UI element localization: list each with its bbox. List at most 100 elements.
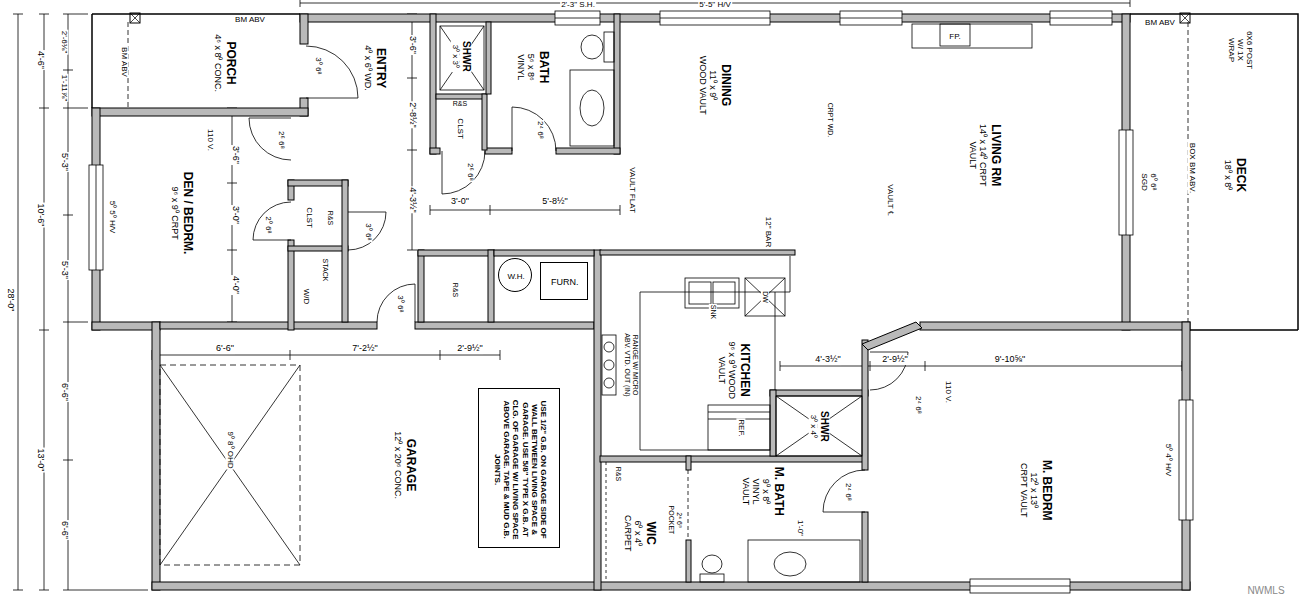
room-spec: 18⁰ x 8⁰ [1223, 158, 1233, 192]
window [1179, 400, 1193, 520]
door-swing [442, 151, 485, 194]
window [1119, 130, 1133, 235]
door-swing [253, 202, 291, 240]
label-group: LIVING RM14⁰ x 14⁰ CRPT VAULT [968, 120, 1002, 190]
room-name: WIC [643, 508, 657, 558]
fixture [713, 282, 735, 304]
window [96, 165, 97, 270]
label-group: FURN. [551, 277, 579, 287]
room-spec: 12⁰ x 20⁶ CONC. [393, 431, 403, 499]
door-swing [823, 470, 865, 512]
window [840, 18, 902, 19]
fixture [580, 90, 604, 126]
porch-deck-outline [130, 13, 140, 23]
room-spec: 9⁰ x 8⁰ VINYL VAULT [740, 466, 771, 516]
plan-label: 110 V. [944, 380, 953, 404]
label-group: ENTRY4⁰ x 6⁰ WD. [363, 45, 387, 91]
label-group: SHWR3⁰ x 4⁰ [808, 411, 829, 442]
plan-label: BM ABV [1144, 19, 1176, 28]
fixture [748, 540, 860, 582]
plan-label: 3'-6" [230, 145, 240, 165]
wall [92, 108, 308, 116]
plan-label: 6X6 POST W/ 1X WRAP [1227, 27, 1253, 74]
plan-label: 2'-8½" [407, 101, 417, 128]
door-swing [377, 284, 415, 322]
wall [92, 322, 160, 330]
window [89, 165, 103, 270]
room-name: GARAGE [403, 431, 417, 499]
room-spec: 3⁰ x 4⁰ [808, 411, 817, 442]
window [1050, 11, 1112, 25]
plan-label: REF. [737, 418, 746, 437]
fixture [602, 335, 616, 395]
plan-label: 6'-6" [59, 520, 69, 540]
plan-label: R&S [451, 282, 459, 298]
fixture [570, 70, 614, 146]
wall [418, 250, 424, 322]
wall [288, 246, 348, 251]
porch-deck-outline [1180, 13, 1190, 23]
plan-label: 4'-6" [35, 50, 45, 70]
wall [430, 148, 440, 154]
wall [300, 14, 308, 44]
plan-label: 2'-9½" [456, 344, 483, 354]
room-area: DINING11⁰ x 9⁰ WOOD VAULT [680, 30, 750, 140]
window [660, 18, 770, 19]
fixture [745, 278, 785, 316]
plan-label: 5'-8½" [541, 197, 568, 207]
label-group: W/D [302, 288, 311, 304]
room-area: PORCH4⁶ x 8⁰ CONC. [170, 20, 280, 106]
room-name: DECK [1233, 158, 1247, 192]
label-group: USE 1/2" G.B. ON GARAGE SIDE OF WALL BET… [492, 394, 547, 544]
room-spec: 6⁰ x 4⁰ CARPET [622, 508, 643, 558]
window [970, 586, 1070, 587]
plan-label: 13'-0" [35, 448, 45, 473]
room-name: M. BEDRM [1038, 460, 1052, 521]
plan-label: 28'-0" [5, 288, 15, 313]
label-group: SHWR3⁰ x 3⁰ [450, 41, 471, 72]
room-name: LIVING RM [988, 120, 1002, 190]
fixture [440, 26, 484, 90]
room-name: DEN / BEDRM. [181, 171, 195, 254]
room-area: DECK18⁰ x 8⁰ [1200, 100, 1270, 250]
fixture [604, 378, 614, 388]
wall [430, 14, 436, 154]
plan-label: SNK [709, 304, 717, 320]
plan-label: 3⁰ 6⁸ [314, 56, 323, 76]
dimension-line [39, 14, 49, 590]
fixture [708, 405, 770, 450]
room-spec: 4⁰ x 6⁰ WD. [363, 45, 373, 91]
fixture [912, 24, 1032, 48]
plan-label: 2'-6⅛" [60, 30, 69, 55]
fixture [604, 342, 614, 352]
room-area: W/D [297, 275, 317, 317]
room-area: GARAGE12⁰ x 20⁶ CONC. [370, 390, 440, 540]
label-group: KITCHEN9⁶ x 9⁰ WOOD VAULT [717, 340, 751, 400]
plan-label: 3⁰ 6⁸ [396, 294, 405, 314]
plan-label: 4'-0" [230, 275, 240, 295]
fixture [776, 396, 862, 456]
plan-label: DW [761, 290, 769, 304]
fixture [745, 278, 785, 316]
window [1186, 400, 1187, 520]
plan-label: 3'-0" [230, 205, 240, 225]
wall [600, 250, 795, 255]
door-swing [249, 46, 908, 540]
plan-label: 2⁶ 6⁸ [466, 162, 475, 182]
plan-label: 6'-6" [215, 344, 235, 354]
fixture [940, 24, 970, 46]
porch-deck-outline [92, 13, 1298, 330]
fixture [581, 35, 603, 59]
plan-label: 2⁶ 6⁸ [277, 130, 286, 150]
plan-label: NWMLS [1246, 585, 1285, 596]
room-spec: 3⁰ x 3⁰ [450, 41, 459, 72]
porch-deck-outline [1130, 14, 1298, 330]
garage-door [160, 365, 300, 565]
wall [614, 14, 620, 154]
label-group: CLST [456, 118, 465, 138]
plan-label: 1'-0" [796, 519, 805, 537]
room-spec: 9⁶ x 9⁰ WOOD VAULT [717, 340, 738, 400]
plan-label: 110 V. [206, 128, 215, 152]
porch-deck-outline [1180, 13, 1190, 23]
fixture [604, 32, 614, 62]
